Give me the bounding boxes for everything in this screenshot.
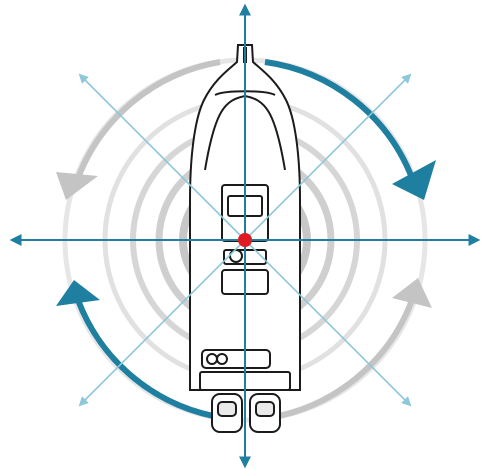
diagonal-arrow-forward-left	[78, 73, 246, 241]
outboard-motors	[211, 393, 281, 433]
rotation-arrowhead-counterclockwise-bottom-icon	[392, 278, 432, 308]
rotation-arrowhead-counterclockwise-top-icon	[56, 172, 98, 200]
rotation-arc-clockwise-top	[264, 59, 415, 180]
diagonal-arrow-forward-right	[244, 73, 412, 241]
rotation-arrowhead-clockwise-top-icon	[392, 160, 436, 200]
outboard-motor-left-cap	[217, 401, 237, 417]
diagonal-axes	[78, 73, 412, 407]
rotation-arrows	[56, 59, 436, 421]
cup-holder-icon-2	[216, 353, 228, 365]
rotation-arc-counterclockwise-bottom	[267, 298, 415, 421]
diagonal-arrow-aft-right	[244, 239, 412, 407]
rotation-arrowhead-clockwise-bottom-icon	[56, 280, 100, 306]
rotation-arc-clockwise-bottom	[75, 298, 226, 421]
transom-seat	[201, 349, 271, 369]
diagonal-arrow-aft-left	[78, 239, 246, 407]
pivot-point-icon	[238, 233, 252, 247]
primary-axes	[9, 3, 481, 469]
outboard-motor-right-cap	[255, 401, 275, 417]
rotation-arc-counterclockwise-top	[75, 59, 221, 180]
